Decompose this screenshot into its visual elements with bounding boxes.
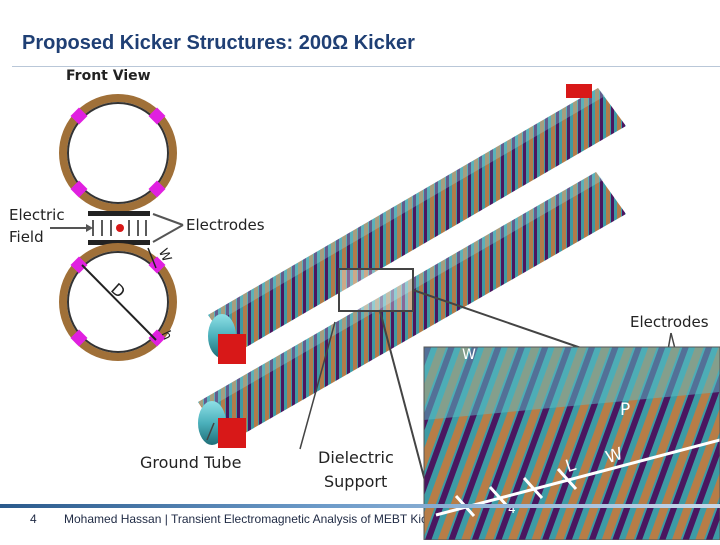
- zoom-detail: [423, 346, 720, 541]
- zoom-number-label: 4: [508, 502, 516, 516]
- electrodes-label: Electrodes: [186, 216, 265, 234]
- front-view-bottom-ring: [59, 243, 177, 361]
- zoom-w-label: W: [462, 347, 476, 363]
- electric-field-label-line1: Electric: [9, 206, 65, 224]
- footer-text: Mohamed Hassan | Transient Electromagnet…: [64, 512, 424, 526]
- ground-tube-label: Ground Tube: [140, 453, 242, 472]
- zoom-p-label: P: [620, 400, 631, 420]
- kicker-diagram: [50, 84, 720, 541]
- front-view-top-ring: [59, 94, 177, 212]
- electrodes-label-right: Electrodes: [630, 313, 709, 331]
- front-view-label: Front View: [66, 68, 151, 84]
- page-number: 4: [30, 512, 37, 526]
- zoom-callout: [206, 268, 687, 501]
- footer-divider: [0, 504, 720, 508]
- slide-title: Proposed Kicker Structures: 200Ω Kicker: [22, 32, 415, 54]
- title-divider: [12, 66, 720, 67]
- kicker-upper-assembly: [208, 84, 626, 353]
- dielectric-support-label-line2: Support: [324, 472, 388, 491]
- front-view-electrodes: [50, 211, 184, 245]
- electric-field-label-line2: Field: [9, 228, 44, 246]
- dielectric-support-label-line1: Dielectric: [318, 448, 394, 467]
- kicker-figure: Front View Electric Field Electrodes Ele…: [0, 66, 720, 541]
